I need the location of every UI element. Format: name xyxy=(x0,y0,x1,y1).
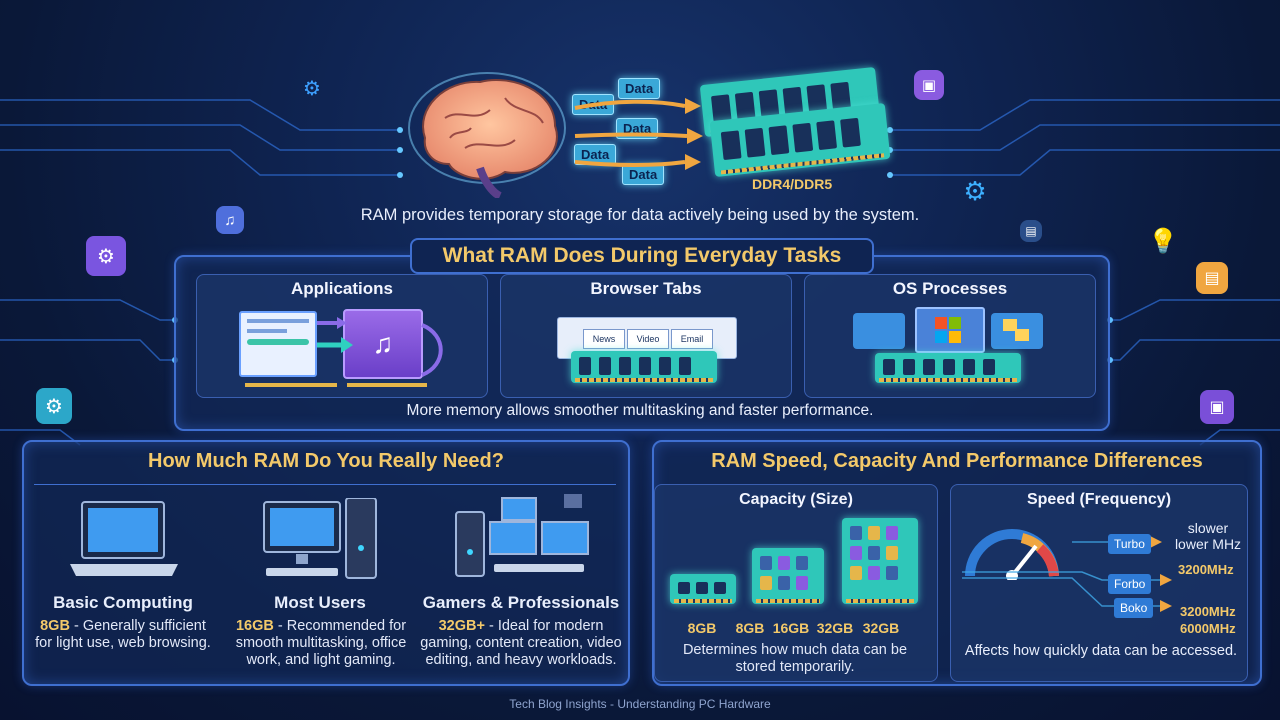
brain-illustration xyxy=(408,72,566,198)
capacity-label: 8GB xyxy=(735,620,765,636)
data-tag: Data xyxy=(622,164,665,185)
os-window-icon xyxy=(915,307,985,353)
capacity-title: Capacity (Size) xyxy=(739,491,853,508)
speed-card: Speed (Frequency) xyxy=(950,484,1248,682)
ram-module-32gb xyxy=(842,518,918,604)
ram-needs-panel xyxy=(22,440,630,686)
chart-window-icon: ▣ xyxy=(1200,390,1234,424)
music-note-icon: ♫ xyxy=(216,206,244,234)
tier-name-most: Most Users xyxy=(274,593,366,612)
lightbulb-icon: 💡 xyxy=(1148,227,1178,255)
speed-capacity-title: RAM Speed, Capacity And Performance Diff… xyxy=(711,450,1203,472)
capacity-label: 32GB xyxy=(816,620,854,636)
browser-tabs-card: Browser Tabs News Video Email xyxy=(500,274,792,398)
cog-icon: ⚙ xyxy=(963,175,987,206)
capacity-label: 8GB xyxy=(687,620,717,636)
everyday-footer: More memory allows smoother multitasking… xyxy=(406,402,874,419)
folder-icon xyxy=(853,313,905,349)
small-gear-icon: ⚙ xyxy=(303,77,321,100)
speed-tag-forbo: Forbo xyxy=(1108,574,1152,594)
ram-type-label: DDR4/DDR5 xyxy=(752,176,833,192)
tier-name-gamers: Gamers & Professionals xyxy=(422,593,620,612)
applications-card: Applications ♫ xyxy=(196,274,488,398)
speed-tag-boko: Boko xyxy=(1114,598,1154,618)
footer-credit: Tech Blog Insights - Understanding PC Ha… xyxy=(509,697,771,711)
speedometer-icon xyxy=(965,529,1059,580)
ram-needs-title: How Much RAM Do You Really Need? xyxy=(148,450,504,472)
tier-name-basic: Basic Computing xyxy=(53,593,193,612)
folder-small-icon: ▤ xyxy=(1020,220,1042,242)
os-processes-title: OS Processes xyxy=(892,279,1008,298)
data-tag: Data xyxy=(618,78,661,99)
gaming-setup-icon xyxy=(455,494,589,577)
data-tag: Data xyxy=(574,144,617,165)
everyday-tasks-title: What RAM Does During Everyday Tasks xyxy=(410,238,874,274)
document-icon: ▤ xyxy=(1196,262,1228,294)
app-window-illustration xyxy=(239,311,317,377)
applications-title: Applications xyxy=(290,279,393,298)
laptop-icon xyxy=(70,501,178,576)
speed-title: Speed (Frequency) xyxy=(1026,491,1172,508)
tab-email: Email xyxy=(671,329,713,349)
speed-mhz-label: 6000MHz xyxy=(1180,621,1236,636)
hero-caption: RAM provides temporary storage for data … xyxy=(360,206,920,224)
switch-arrows xyxy=(317,317,443,377)
os-processes-card: OS Processes xyxy=(804,274,1096,398)
settings-gears-icon: ⚙ xyxy=(36,388,72,424)
folder-files-icon xyxy=(991,313,1043,349)
speed-desc: Affects how quickly data can be accessed… xyxy=(964,643,1238,659)
capacity-label: 16GB xyxy=(772,620,810,636)
tab-video: Video xyxy=(627,329,669,349)
image-icon: ▣ xyxy=(914,70,944,100)
speed-tag-turbo: Turbo xyxy=(1108,534,1151,554)
gear-icon: ⚙ xyxy=(86,236,126,276)
speed-mhz-label: 3200MHz xyxy=(1180,604,1236,619)
tab-news: News xyxy=(583,329,625,349)
ram-module-8gb xyxy=(670,574,736,604)
speed-mhz-label: 3200MHz xyxy=(1178,562,1234,577)
desktop-computer-icon xyxy=(263,498,377,579)
ram-module-16gb xyxy=(752,548,824,604)
ram-stick-icon xyxy=(875,353,1021,383)
capacity-label: 32GB xyxy=(862,620,900,636)
data-flow-arrows xyxy=(574,98,703,170)
browser-tabs-title: Browser Tabs xyxy=(590,279,702,298)
ram-stick-icon xyxy=(571,351,717,383)
